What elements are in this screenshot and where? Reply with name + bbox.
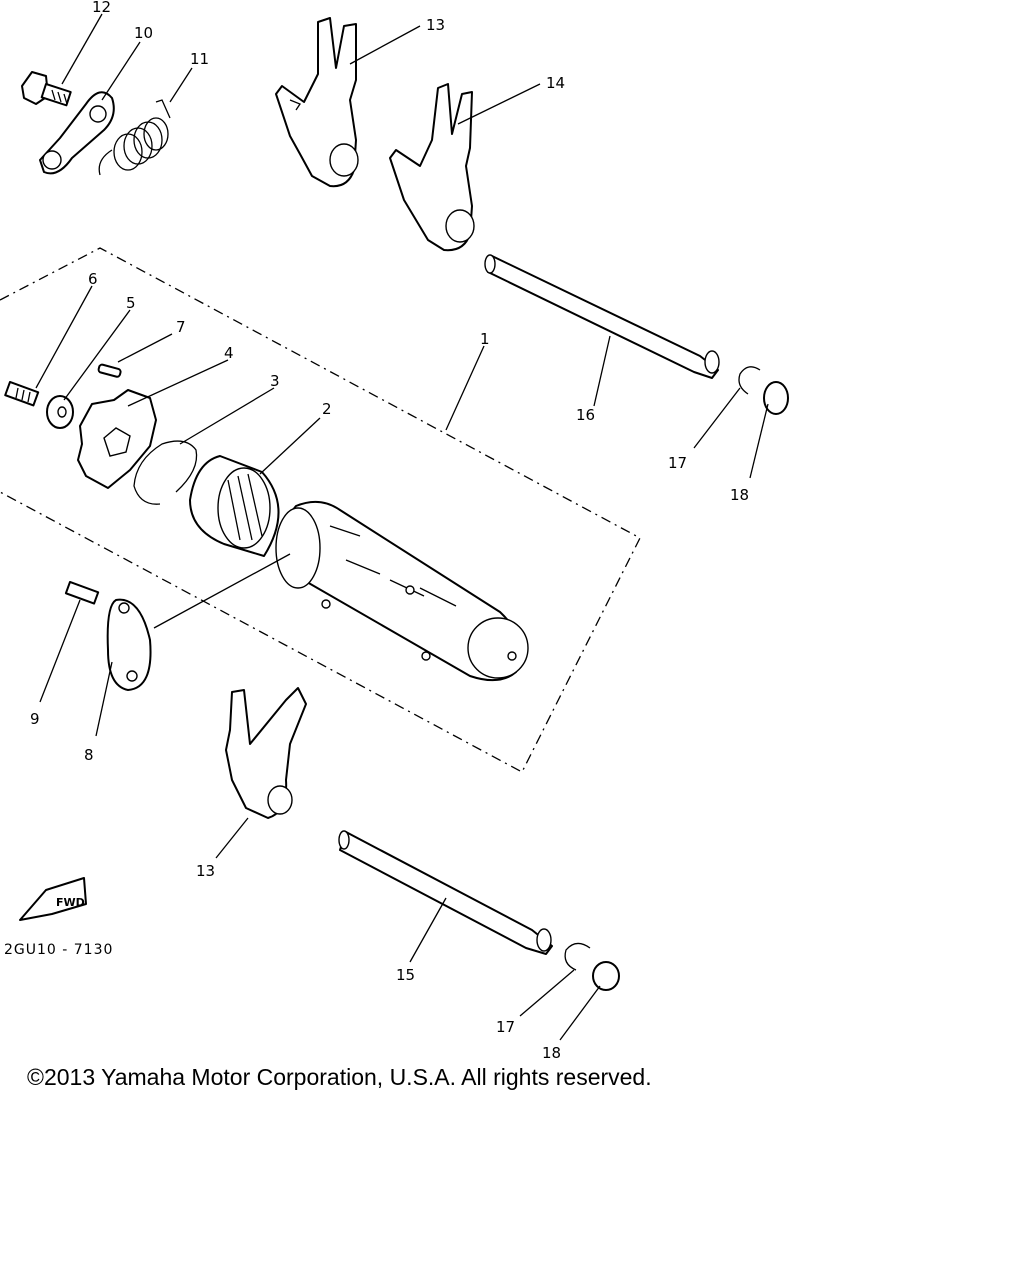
part-1-shift-cam (275, 500, 529, 682)
part-18-cap-lower (592, 961, 620, 991)
part-9-screw (64, 581, 100, 605)
callout-13-lower: 13 (196, 862, 215, 880)
part-6-screw (4, 381, 40, 407)
callout-15: 15 (396, 966, 415, 984)
callout-16: 16 (576, 406, 595, 424)
part-16-guide-bar (484, 254, 720, 379)
callout-7: 7 (176, 318, 186, 336)
callout-10: 10 (134, 24, 153, 42)
part-5-washer (46, 395, 74, 429)
part-12-bolt (21, 71, 72, 107)
part-18-cap-upper (763, 381, 789, 415)
callout-11: 11 (190, 50, 209, 68)
callout-3: 3 (270, 372, 280, 390)
part-13-shift-fork-upper (275, 17, 359, 188)
fwd-arrow-icon: FWD (19, 877, 87, 921)
assembly-boundary (0, 247, 641, 773)
part-8-plate (106, 598, 152, 691)
copyright-notice: ©2013 Yamaha Motor Corporation, U.S.A. A… (27, 1064, 652, 1090)
part-3-circlip (133, 440, 198, 505)
part-11-spring (98, 99, 171, 176)
part-4-segment (77, 389, 157, 489)
callout-5: 5 (126, 294, 136, 312)
callout-17-upper: 17 (668, 454, 687, 472)
callout-6: 6 (88, 270, 98, 288)
fwd-label: FWD (56, 896, 85, 909)
part-7-dowel-pin (97, 363, 122, 378)
callout-9: 9 (30, 710, 40, 728)
callout-18-lower: 18 (542, 1044, 561, 1060)
part-14-shift-fork (389, 83, 475, 252)
callout-13-upper: 13 (426, 16, 445, 34)
part-2-bearing (189, 455, 280, 557)
leader-lines (35, 13, 769, 1041)
callout-1: 1 (480, 330, 490, 348)
drawing-code: 2GU10 - 7130 (4, 942, 113, 958)
part-17-circlip-upper (738, 366, 761, 395)
part-13-shift-fork-lower (225, 687, 307, 819)
exploded-parts-diagram: FWD 2GU10 - 7130 12 10 11 13 14 1 6 (0, 0, 789, 1060)
part-17-circlip-lower (564, 942, 591, 971)
callout-18-upper: 18 (730, 486, 749, 504)
callout-2: 2 (322, 400, 332, 418)
part-15-guide-bar (338, 830, 553, 955)
callout-4: 4 (224, 344, 234, 362)
callout-17-lower: 17 (496, 1018, 515, 1036)
part-10-stopper-lever (39, 91, 115, 175)
callout-14: 14 (546, 74, 565, 92)
callout-12: 12 (92, 0, 111, 16)
callout-8: 8 (84, 746, 94, 764)
callout-labels: 12 10 11 13 14 1 6 5 7 4 3 2 16 17 18 9 … (30, 0, 749, 1060)
